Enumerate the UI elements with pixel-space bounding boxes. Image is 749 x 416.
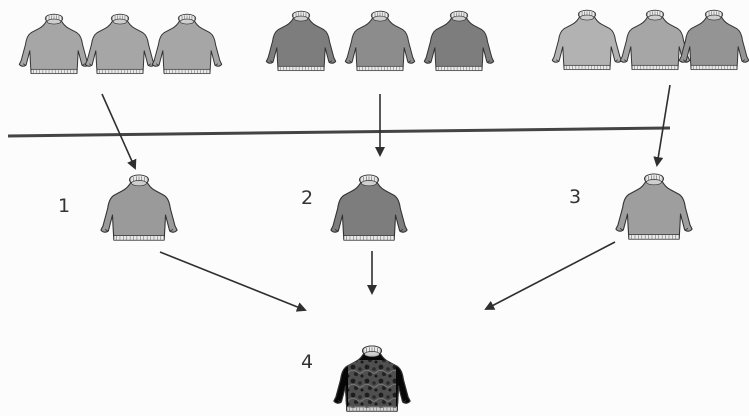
sweater-icon xyxy=(19,14,88,74)
top-group-3 xyxy=(552,10,748,70)
sweater-1-icon xyxy=(101,175,177,240)
arrow-1-to-4 xyxy=(160,252,305,310)
sweater-icon xyxy=(552,10,621,70)
sweater-icon xyxy=(345,11,414,71)
divider-line xyxy=(8,128,670,136)
sweater-icon xyxy=(152,14,221,74)
sweater-3-icon xyxy=(616,174,692,239)
sweater-icon xyxy=(266,11,335,71)
arrow-group1-to-1 xyxy=(102,94,135,168)
sweater-2-icon xyxy=(331,175,407,240)
sweater-4-icon xyxy=(334,346,410,411)
sweater-icon xyxy=(85,14,154,74)
top-group-1 xyxy=(19,14,221,74)
step-label-4: 4 xyxy=(301,351,313,373)
top-group-2 xyxy=(266,11,493,71)
arrow-3-to-4 xyxy=(486,242,615,309)
arrow-group3-to-3 xyxy=(657,85,670,165)
step-label-3: 3 xyxy=(569,186,581,208)
step-label-1: 1 xyxy=(58,195,70,217)
sweater-icon xyxy=(424,11,493,71)
step-label-2: 2 xyxy=(301,187,313,209)
